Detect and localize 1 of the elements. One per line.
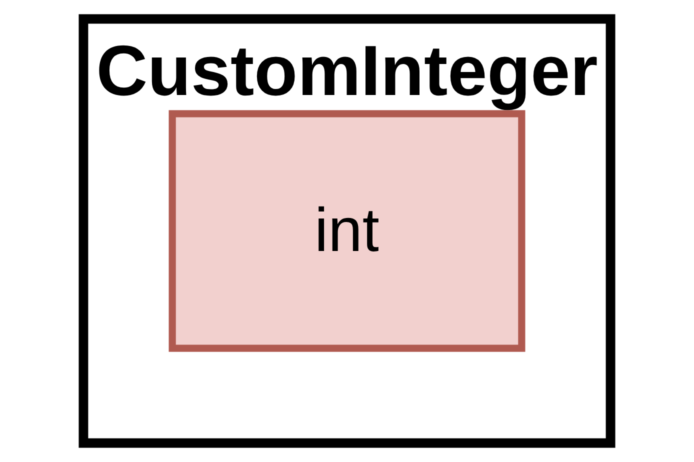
node-box: int [168,110,526,352]
